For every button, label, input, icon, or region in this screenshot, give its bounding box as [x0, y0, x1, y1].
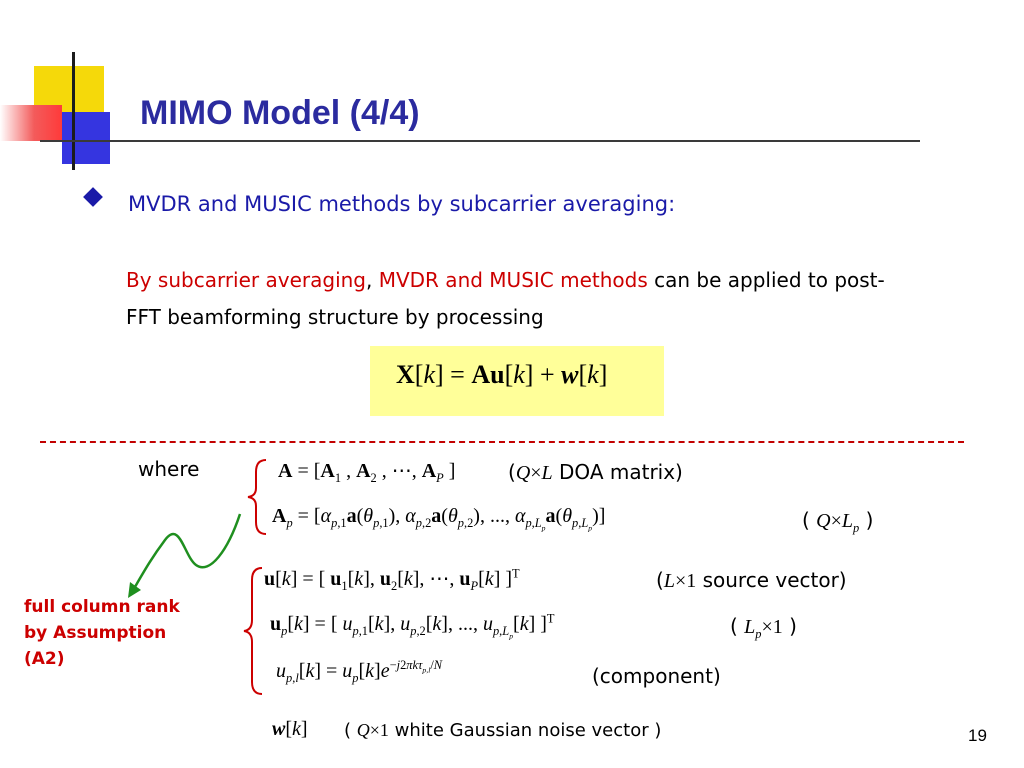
- a-p-dimension-note: ( Q×Lp ): [802, 508, 874, 535]
- description-paragraph: By subcarrier averaging, MVDR and MUSIC …: [126, 262, 886, 336]
- highlight-mvdr-music: MVDR and MUSIC methods: [378, 268, 648, 292]
- green-arrow-icon: [130, 513, 242, 593]
- paragraph-comma: ,: [366, 268, 373, 292]
- equation-component: up,l[k] = up[k]e−j2πkτp,l/N: [276, 658, 443, 685]
- page-number: 19: [968, 726, 987, 745]
- bullet-heading: MVDR and MUSIC methods by subcarrier ave…: [128, 192, 676, 216]
- dashed-separator: [40, 441, 964, 443]
- u-p-dimension-note: ( Lp×1 ): [730, 614, 797, 641]
- side-note-line-2: by Assumption: [24, 623, 167, 643]
- brace-a-icon: [247, 459, 267, 535]
- equation-u: u[k] = [ u1[k], u2[k], ⋯, uP[k] ]T: [264, 566, 520, 593]
- side-annotation: full column rank by Assumption (A2): [24, 594, 180, 672]
- logo-red-bar: [0, 105, 62, 141]
- side-note-line-1: full column rank: [24, 597, 180, 617]
- where-label: where: [138, 457, 200, 481]
- arrowhead-icon: [128, 582, 141, 598]
- slide-title: MIMO Model (4/4): [140, 94, 420, 132]
- logo-blue-square: [62, 112, 110, 164]
- side-note-line-3: (A2): [24, 649, 65, 669]
- equation-noise: w[k]: [272, 718, 308, 740]
- equation-a-p: Ap = [αp,1a(θp,1), αp,2a(θp,2), ..., αp,…: [272, 505, 606, 533]
- paragraph-rest: can be applied to post-FFT beamforming s…: [126, 268, 885, 329]
- highlight-subcarrier-averaging: By subcarrier averaging: [126, 268, 366, 292]
- title-underline: [40, 140, 920, 142]
- noise-vector-note: ( Q×1 white Gaussian noise vector ): [344, 720, 662, 741]
- logo-vertical-line: [72, 52, 75, 170]
- component-note: (component): [592, 664, 721, 688]
- brace-u-icon: [243, 567, 263, 695]
- equation-u-p: up[k] = [ up,1[k], up,2[k], ..., up,Lp[k…: [270, 611, 555, 641]
- main-equation: X[k] = Au[k] + w[k]: [396, 360, 608, 389]
- equation-highlight-box: [370, 346, 664, 416]
- doa-matrix-note: (Q×L DOA matrix): [508, 460, 683, 484]
- equation-a-matrix: A = [A1 , A2 , ⋯, AP ]: [278, 460, 456, 485]
- source-vector-note: (L×1 source vector): [656, 568, 847, 592]
